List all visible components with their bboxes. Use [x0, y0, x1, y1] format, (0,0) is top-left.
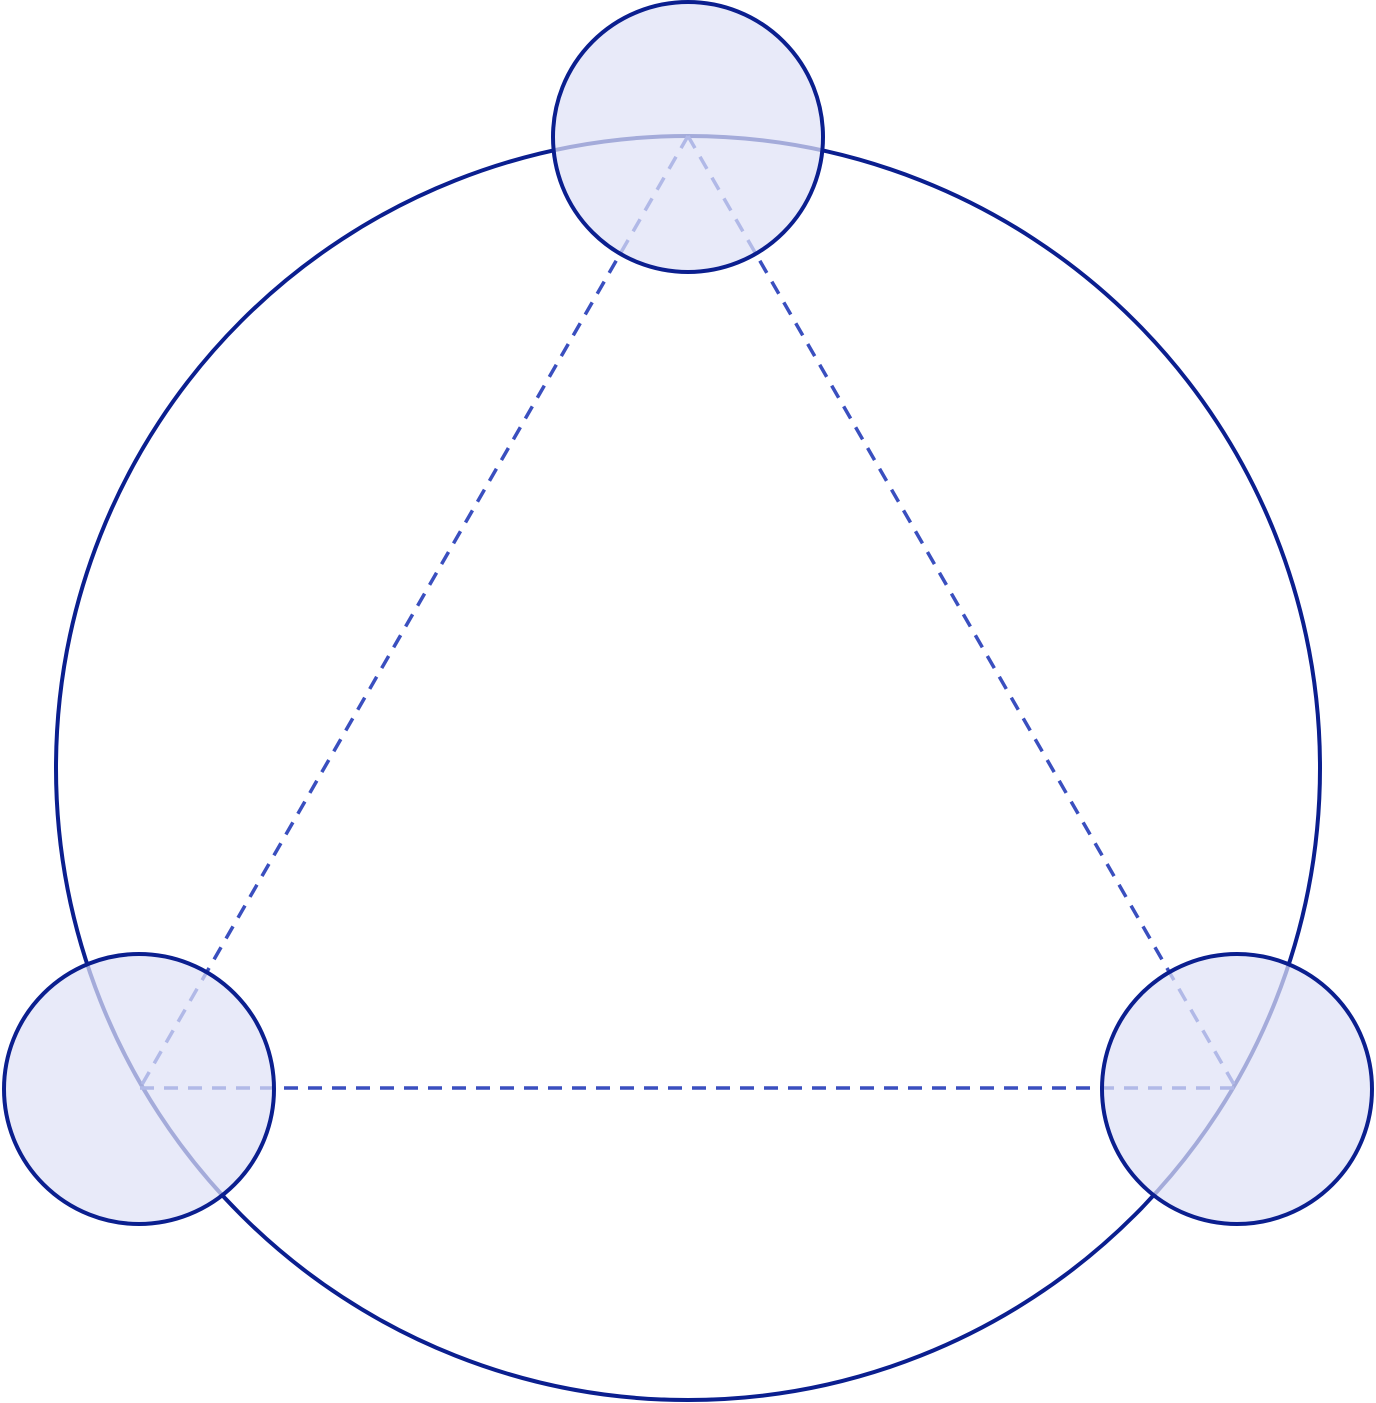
outer-ring: [54, 134, 1322, 1402]
node-bottom-left: [2, 952, 276, 1226]
edge-top-bottom-left: [138, 135, 690, 1089]
edge-top-bottom-right: [686, 135, 1238, 1089]
node-top: [551, 0, 825, 274]
edges: [138, 135, 1238, 1090]
nodes: [2, 0, 1374, 1226]
node-bottom-right: [1100, 952, 1374, 1226]
